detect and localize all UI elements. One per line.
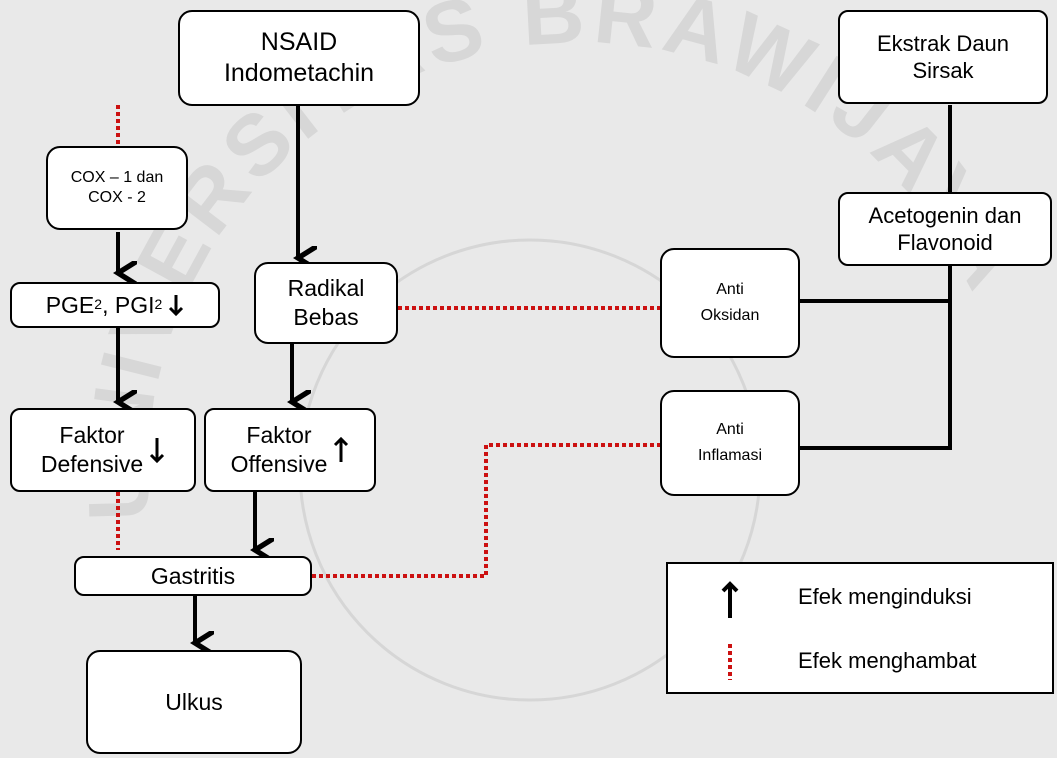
node-inflamasi-line1: Anti — [716, 421, 744, 438]
inhibit-gastritis-inflamasi — [312, 443, 660, 578]
legend: Efek menginduksi Efek menghambat — [666, 562, 1054, 694]
node-ulkus-label: Ulkus — [165, 688, 223, 715]
line-aceto-branch — [800, 265, 952, 450]
node-gastritis-label: Gastritis — [150, 562, 236, 589]
node-aceto: Acetogenin dan Flavonoid — [838, 192, 1052, 266]
node-oksidan-line2: Oksidan — [700, 307, 760, 324]
node-nsaid-line1: NSAID — [260, 27, 338, 56]
node-cox-line2: COX - 2 — [88, 189, 146, 206]
pge-sep: , — [102, 291, 115, 318]
node-aceto-line2: Flavonoid — [897, 230, 993, 255]
node-defensive-line1: Faktor — [59, 422, 125, 449]
arrow-down-icon — [150, 438, 165, 464]
node-ekstrak-line2: Sirsak — [912, 58, 974, 83]
node-defensive: Faktor Defensive — [10, 408, 196, 492]
legend-inhibit-line-icon — [728, 644, 732, 680]
node-cox: COX – 1 dan COX - 2 — [46, 146, 188, 230]
node-radikal-line1: Radikal — [287, 275, 365, 302]
pgi-base: PGI — [114, 291, 155, 318]
node-ulkus: Ulkus — [86, 650, 302, 754]
arrow-down-icon — [169, 295, 184, 317]
node-oksidan: Anti Oksidan — [660, 248, 800, 358]
arrow-up-icon — [334, 436, 349, 462]
legend-induce-arrow-icon — [721, 581, 739, 618]
pge-sub: 2 — [94, 296, 103, 313]
legend-induce-label: Efek menginduksi — [798, 584, 972, 609]
node-offensive-line1: Faktor — [246, 422, 312, 449]
node-offensive: Faktor Offensive — [204, 408, 376, 492]
legend-inhibit-label: Efek menghambat — [798, 648, 977, 673]
node-oksidan-line1: Anti — [716, 281, 744, 298]
node-offensive-line2: Offensive — [230, 451, 328, 477]
pgi-sub: 2 — [154, 296, 163, 313]
node-inflamasi-line2: Inflamasi — [697, 447, 763, 464]
node-radikal-line2: Bebas — [293, 304, 359, 330]
node-inflamasi: Anti Inflamasi — [660, 390, 800, 496]
node-ekstrak: Ekstrak Daun Sirsak — [838, 10, 1048, 104]
node-nsaid-line2: Indometachin — [223, 59, 375, 87]
pge-base: PGE — [45, 291, 95, 318]
node-nsaid: NSAID Indometachin — [178, 10, 420, 106]
node-aceto-line1: Acetogenin dan — [868, 202, 1022, 228]
node-gastritis: Gastritis — [74, 556, 312, 596]
node-ekstrak-line1: Ekstrak Daun — [876, 30, 1010, 56]
node-cox-line1: COX – 1 dan — [70, 169, 164, 186]
node-radikal: Radikal Bebas — [254, 262, 398, 344]
node-defensive-line2: Defensive — [40, 451, 144, 477]
